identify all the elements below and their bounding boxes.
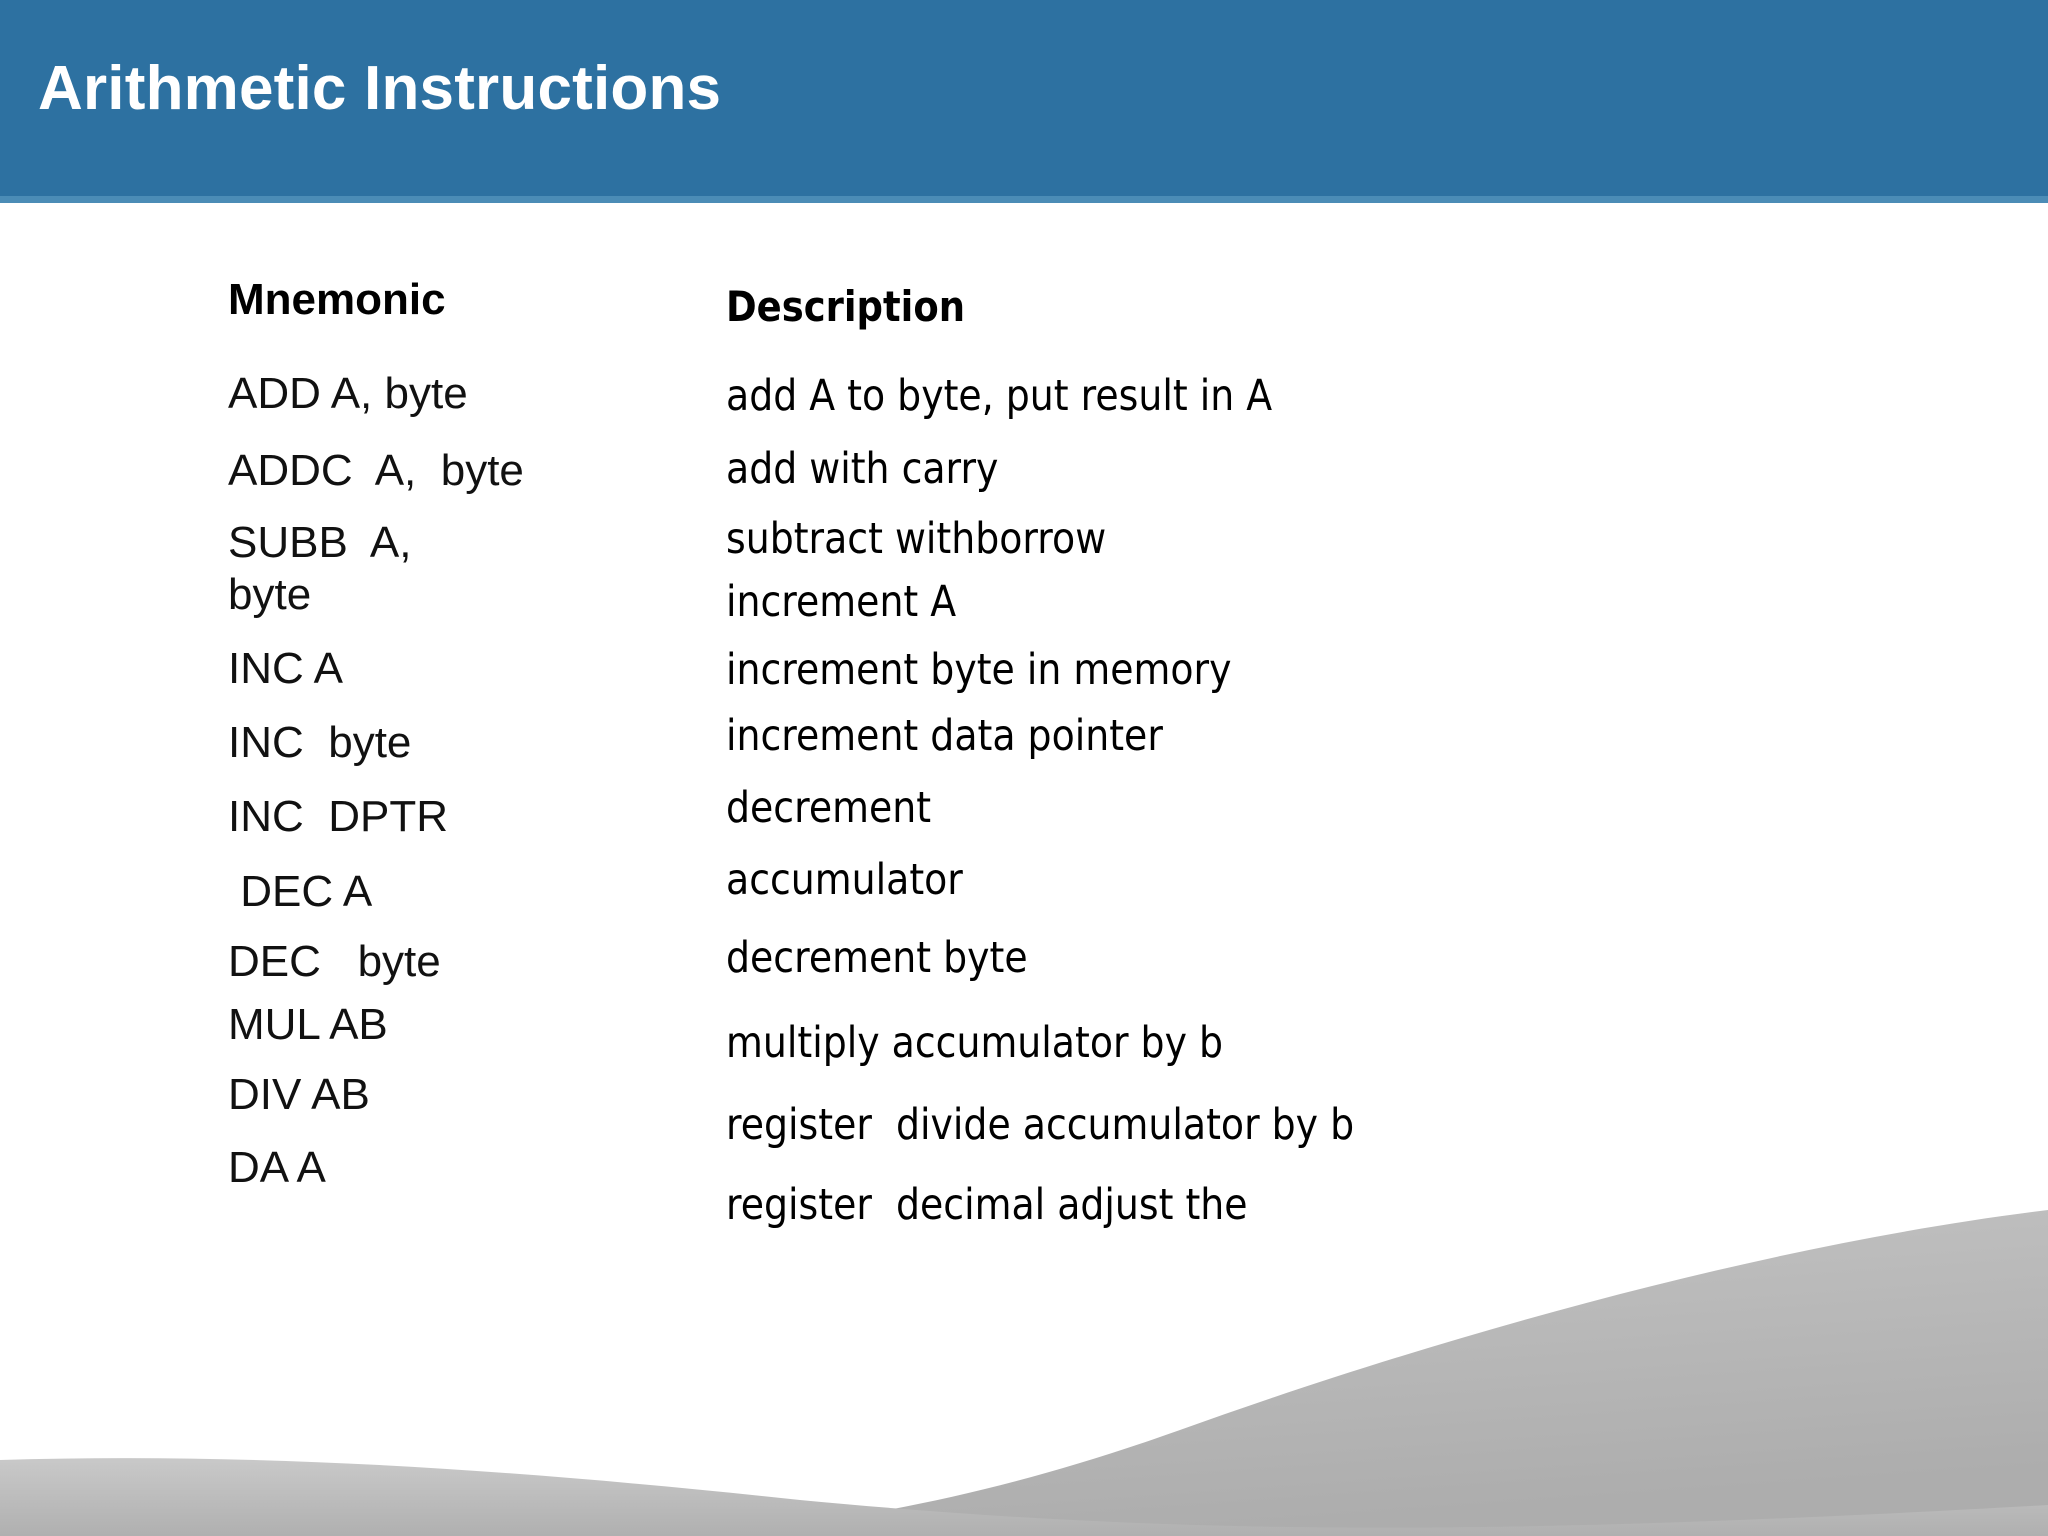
header-banner: Arithmetic Instructions xyxy=(0,0,2048,203)
mnemonic-cell: SUBB A, byte xyxy=(228,517,412,619)
description-cell: accumulator xyxy=(726,855,963,906)
description-cell: register decimal adjust the xyxy=(726,1179,1248,1230)
column-header-description: Description xyxy=(726,282,966,331)
mnemonic-cell: ADD A, byte xyxy=(228,369,468,418)
description-column: Description add A to byte, put result in… xyxy=(726,286,1926,1231)
column-header-mnemonic: Mnemonic xyxy=(228,275,446,324)
description-cell: add A to byte, put result in A xyxy=(726,371,1273,421)
mnemonic-cell: INC A xyxy=(228,643,343,693)
description-cell: increment byte in memory xyxy=(726,644,1232,695)
header-banner-edge xyxy=(0,196,2048,203)
page-title: Arithmetic Instructions xyxy=(38,54,722,123)
description-cell: decrement byte xyxy=(726,933,1028,983)
mnemonic-cell: MUL AB xyxy=(228,1000,388,1050)
description-cell: add with carry xyxy=(726,443,999,494)
description-cell: register divide accumulator by b xyxy=(726,1099,1355,1150)
mnemonic-cell: INC DPTR xyxy=(228,792,448,842)
mnemonic-column: Mnemonic ADD A, byte ADDC A, byte SUBB A… xyxy=(228,278,698,1194)
description-cell: increment data pointer xyxy=(726,711,1163,762)
mnemonic-cell: INC byte xyxy=(228,717,412,767)
description-cell: decrement xyxy=(726,783,932,834)
mnemonic-cell: DA A xyxy=(228,1142,326,1192)
description-cell: subtract withborrow xyxy=(726,513,1107,564)
mnemonic-cell: DIV AB xyxy=(228,1070,370,1120)
description-cell: increment A xyxy=(726,576,957,627)
mnemonic-cell: DEC A xyxy=(228,867,373,917)
mnemonic-cell: ADDC A, byte xyxy=(228,445,524,495)
description-cell: multiply accumulator by b xyxy=(726,1017,1224,1068)
mnemonic-cell: DEC byte xyxy=(228,937,441,987)
